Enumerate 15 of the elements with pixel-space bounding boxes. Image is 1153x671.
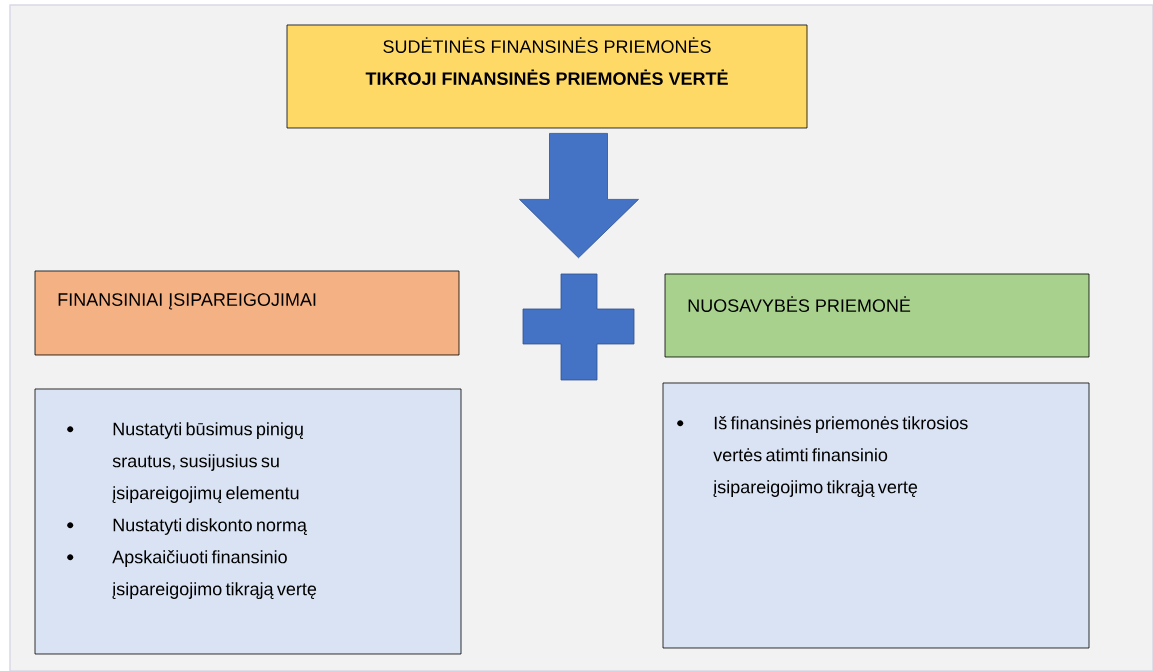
bullet-item: Apskaičiuoti finansinio įsipareigojimo tikrąją vertę <box>112 550 317 599</box>
bullet-item: Iš finansinės priemonės tikrosios vertės atimti finansinio įsipareigojimo tikrąją vertę <box>713 416 968 497</box>
heading: TIKROJI FINANSINĖS PRIEMONĖS VERTĖ <box>365 69 728 85</box>
bullet-list-box <box>34 388 462 655</box>
bullet-item: Nustatyti diskonto normą <box>113 518 307 535</box>
bullet-item: Nustatyti būsimus pinigų srautus, susijusius su įsipareigojimų elementu <box>112 422 303 503</box>
bullet-list-box <box>662 382 1090 649</box>
heading: NUOSAVYBĖS PRIEMONĖ <box>688 296 911 312</box>
title-box <box>286 24 808 129</box>
heading: SUDĖTINĖS FINANSINĖS PRIEMONĖS <box>383 37 711 53</box>
plus-sign <box>522 273 635 381</box>
header-box <box>664 273 1090 358</box>
heading: FINANSINIAI ĮSIPAREIGOJIMAI <box>58 293 316 310</box>
block-arrow <box>519 133 639 259</box>
header-box <box>34 270 460 356</box>
